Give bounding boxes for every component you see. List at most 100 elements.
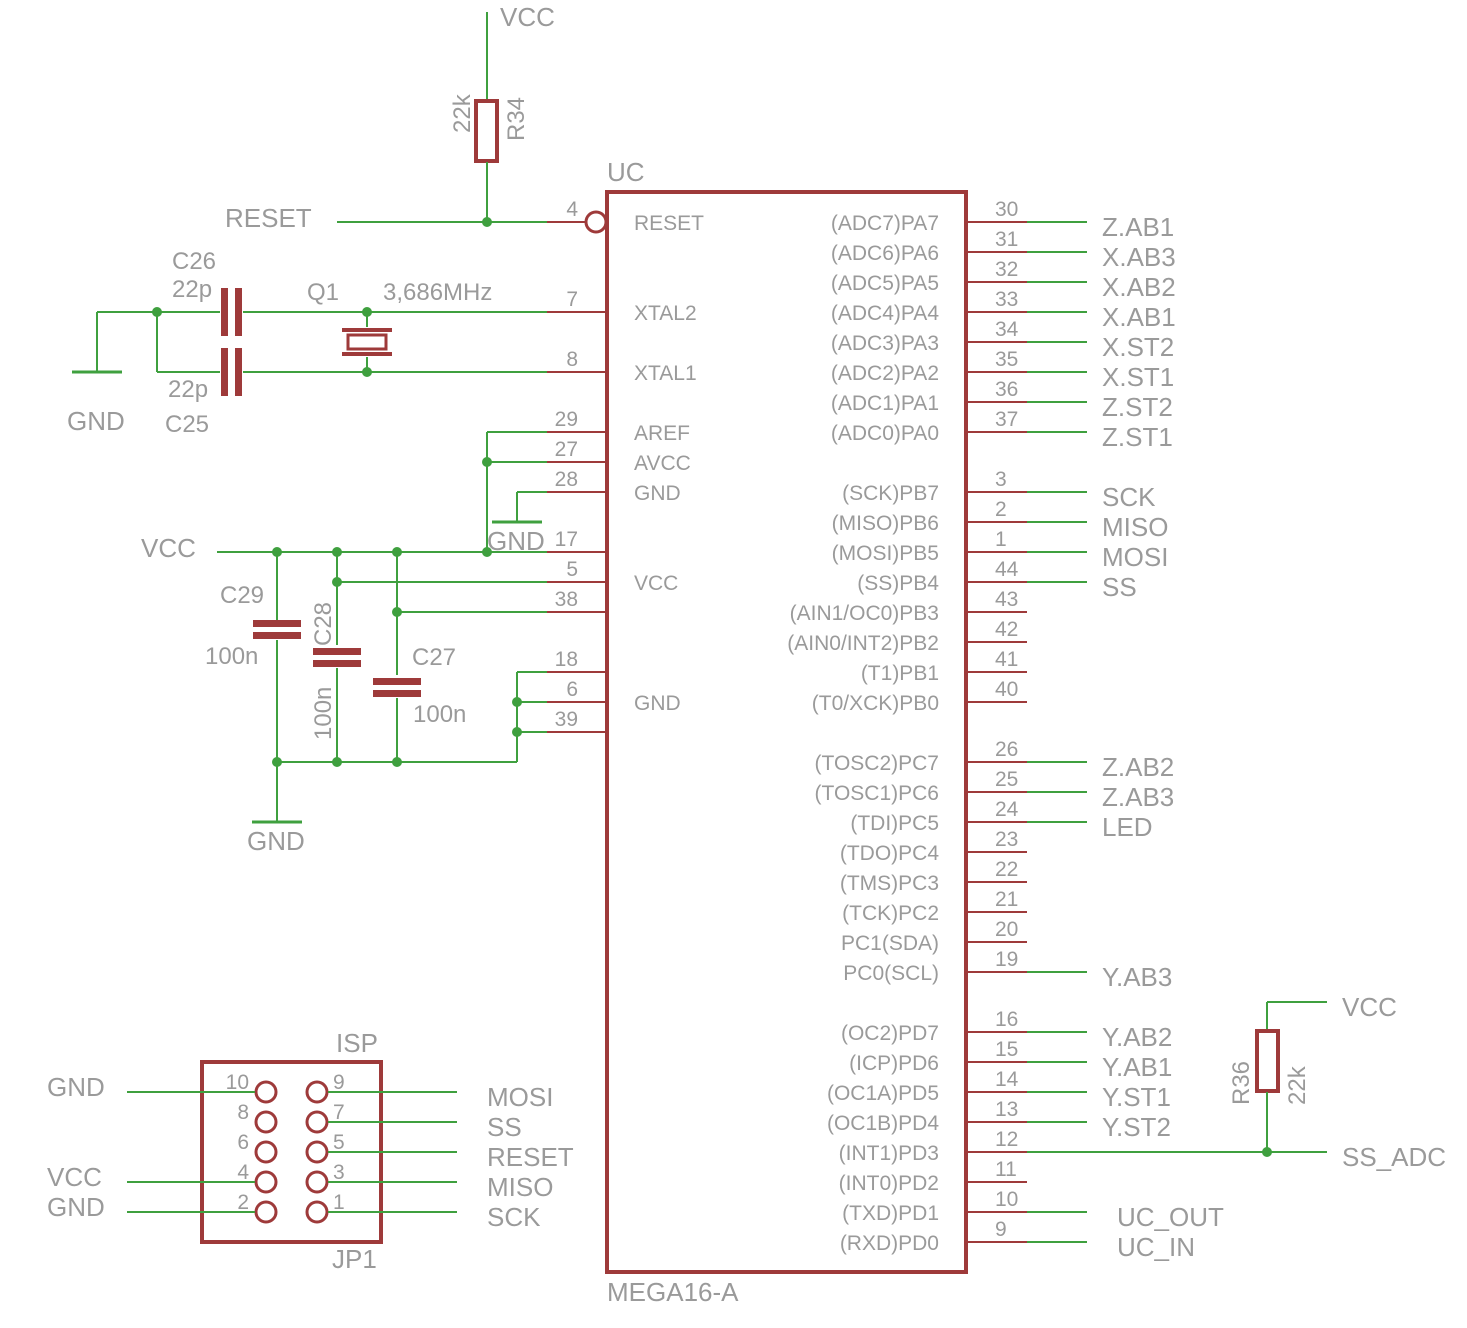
pin-name: (ADC5)PA5 — [831, 272, 939, 295]
pin-name: (TOSC1)PC6 — [815, 782, 939, 805]
pin-name: (INT0)PD2 — [839, 1172, 939, 1195]
pin-name: (OC1B)PD4 — [827, 1112, 939, 1135]
pin-number: 20 — [995, 918, 1018, 941]
net-label-vcc: VCC — [141, 533, 196, 563]
decoupling-circuit: VCC C29 100n C28 100n C27 100n — [141, 533, 547, 856]
pin-name: (ADC2)PA2 — [831, 362, 939, 385]
pin-name: (ADC0)PA0 — [831, 422, 939, 445]
pin-name: (OC2)PD7 — [841, 1022, 939, 1045]
pin-number: 19 — [995, 948, 1018, 971]
pin-number: 1 — [995, 528, 1007, 551]
analog-ref-wiring: GND — [482, 431, 547, 556]
isp-pad — [305, 1200, 329, 1224]
pin-name: AREF — [634, 422, 690, 445]
pin-name: AVCC — [634, 452, 691, 475]
isp-pad — [305, 1080, 329, 1104]
uc-name: UC — [607, 157, 645, 187]
net-label-ss-adc: SS_ADC — [1342, 1142, 1446, 1172]
net-label: X.ST2 — [1102, 332, 1174, 362]
net-label-gnd: GND — [67, 406, 125, 436]
pin-number: 32 — [995, 258, 1018, 281]
isp-net-label: MISO — [487, 1172, 553, 1202]
c29-name: C29 — [220, 582, 264, 609]
pin-number: 9 — [995, 1218, 1007, 1241]
pin-name: (INT1)PD3 — [839, 1142, 939, 1165]
resistor-r34 — [474, 99, 499, 163]
pin-number: 18 — [555, 648, 578, 671]
net-label: Y.ST1 — [1102, 1082, 1171, 1112]
pin-name: (ADC3)PA3 — [831, 332, 939, 355]
pin-number: 3 — [995, 468, 1007, 491]
pin-number: 44 — [995, 558, 1019, 581]
reset-inversion-bubble — [584, 210, 608, 234]
isp-pad — [254, 1200, 278, 1224]
isp-pin-number: 8 — [237, 1101, 249, 1124]
net-label: Z.ST1 — [1102, 422, 1173, 452]
pin-number: 10 — [995, 1188, 1018, 1211]
net-label-gnd: GND — [247, 826, 305, 856]
isp-pin-number: 1 — [333, 1191, 345, 1214]
r34-name: R34 — [503, 97, 530, 141]
pin-name: (OC1A)PD5 — [827, 1082, 939, 1105]
c26-value: 22p — [172, 276, 212, 303]
isp-net-label: GND — [47, 1192, 105, 1222]
isp-value: ISP — [336, 1028, 378, 1058]
pin-name: (AIN1/OC0)PB3 — [790, 602, 939, 625]
pin-name: (TDI)PC5 — [850, 812, 939, 835]
c29-value: 100n — [205, 643, 258, 670]
pin-name: (ADC1)PA1 — [831, 392, 939, 415]
pin-name: (TXD)PD1 — [842, 1202, 939, 1225]
pin-name: PC0(SCL) — [843, 962, 939, 985]
pin-number: 34 — [995, 318, 1019, 341]
pin-name: (AIN0/INT2)PB2 — [787, 632, 939, 655]
pin-number: 35 — [995, 348, 1018, 371]
isp-pin-number: 3 — [333, 1161, 345, 1184]
net-label: Y.AB2 — [1102, 1022, 1172, 1052]
pin-number: 22 — [995, 858, 1018, 881]
isp-net-label: SS — [487, 1112, 522, 1142]
pin-name: (TCK)PC2 — [842, 902, 939, 925]
isp-pad — [305, 1170, 329, 1194]
c26-name: C26 — [172, 248, 216, 275]
isp-pad — [254, 1080, 278, 1104]
pin-number: 26 — [995, 738, 1018, 761]
pin-number: 17 — [555, 528, 578, 551]
net-label: Z.AB1 — [1102, 212, 1174, 242]
pin-name: XTAL2 — [634, 302, 697, 325]
net-label: LED — [1102, 812, 1153, 842]
ss-adc-pullup: VCC SS_ADC R36 22k — [1027, 992, 1446, 1172]
net-label: UC_OUT — [1117, 1202, 1224, 1232]
uc-value: MEGA16-A — [607, 1277, 739, 1307]
net-label: UC_IN — [1117, 1232, 1195, 1262]
isp-net-label: VCC — [47, 1162, 102, 1192]
r36-name: R36 — [1228, 1061, 1255, 1105]
net-label: SCK — [1102, 482, 1156, 512]
c25-name: C25 — [165, 411, 209, 438]
pin-number: 42 — [995, 618, 1018, 641]
pin-number: 39 — [555, 708, 578, 731]
net-label: Z.AB3 — [1102, 782, 1174, 812]
isp-net-label: SCK — [487, 1202, 541, 1232]
pin-name: RESET — [634, 212, 704, 235]
crystal-circuit: GND C26 22p 22p C25 Q1 3,686MHz — [67, 248, 547, 438]
isp-pad — [305, 1110, 329, 1134]
pin-number: 38 — [555, 588, 578, 611]
pin-number: 8 — [566, 348, 578, 371]
isp-name: JP1 — [332, 1244, 377, 1274]
pin-name: (SS)PB4 — [857, 572, 939, 595]
pin-name: (MOSI)PB5 — [832, 542, 939, 565]
c25-value: 22p — [168, 376, 208, 403]
pin-number: 11 — [995, 1158, 1017, 1181]
resistor-r36 — [1255, 1029, 1280, 1093]
pin-number: 33 — [995, 288, 1018, 311]
pin-number: 14 — [995, 1068, 1019, 1091]
isp-pin-number: 9 — [333, 1071, 345, 1094]
pin-name: (TOSC2)PC7 — [815, 752, 939, 775]
net-label-vcc: VCC — [500, 2, 555, 32]
r34-value: 22k — [449, 93, 476, 133]
net-label: Y.AB3 — [1102, 962, 1172, 992]
pin-number: 27 — [555, 438, 578, 461]
pin-number: 6 — [566, 678, 578, 701]
